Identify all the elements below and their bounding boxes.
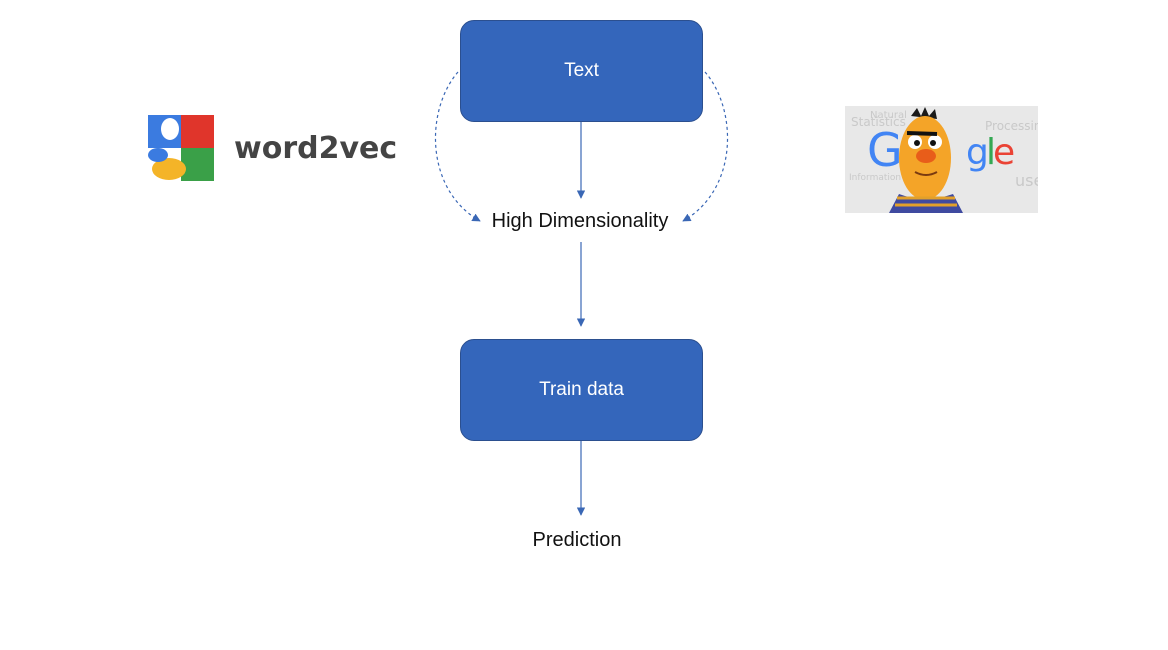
svg-text:Information: Information [849, 173, 901, 183]
google-letter-l: l [986, 132, 996, 173]
google-letter-g-lower: g [966, 132, 989, 173]
dashed-arrow-left [434, 71, 481, 222]
word2vec-logo: word2vec [148, 115, 397, 181]
svg-text:Processing: Processing [985, 119, 1038, 133]
bert-character-icon [889, 107, 963, 213]
train-data-node-label: Train data [539, 379, 624, 400]
train-data-node: Train data [460, 339, 703, 441]
dashed-arrow-right [682, 71, 729, 222]
google-letter-e: e [993, 132, 1015, 173]
google-letter-g-blue: G [867, 123, 903, 177]
google-bert-image: Statistics Natural Processing use Inform… [845, 106, 1038, 213]
svg-text:Statistics: Statistics [851, 115, 906, 129]
google-g-icon [148, 115, 214, 181]
prediction-label: Prediction [532, 529, 622, 551]
high-dimensionality-label: High Dimensionality [491, 210, 669, 232]
text-node: Text [460, 20, 703, 122]
svg-text:use: use [1015, 171, 1038, 190]
word2vec-wordmark: word2vec [234, 130, 398, 166]
text-node-label: Text [564, 60, 599, 81]
svg-text:Natural: Natural [870, 110, 907, 121]
